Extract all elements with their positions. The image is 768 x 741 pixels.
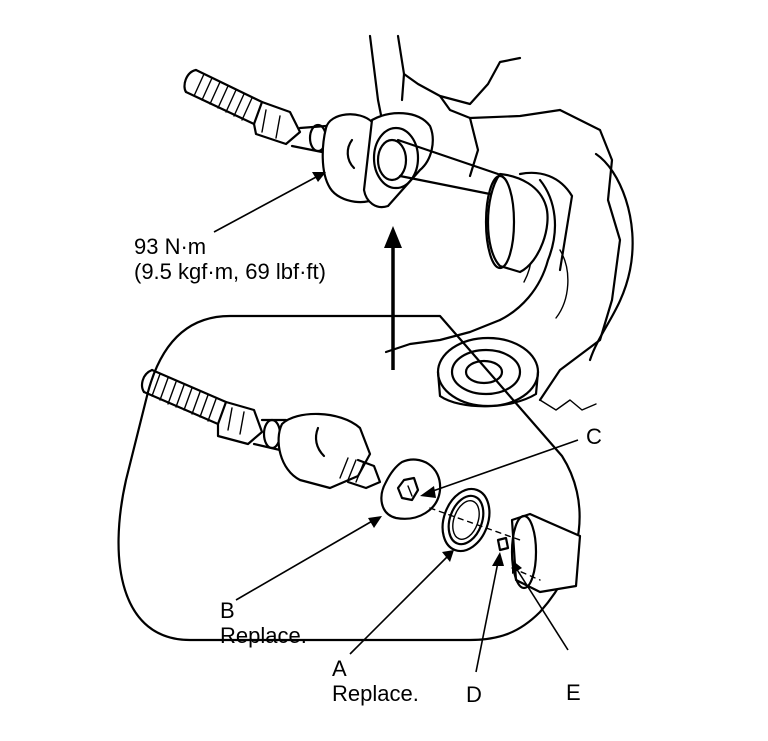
label-c: C bbox=[586, 424, 602, 449]
label-b: B bbox=[220, 598, 235, 623]
install-arrow bbox=[384, 226, 402, 370]
label-a: A bbox=[332, 656, 347, 681]
label-d: D bbox=[466, 682, 482, 707]
rack-end bbox=[429, 507, 582, 594]
callout-a: A Replace. bbox=[332, 656, 419, 707]
leader-torque bbox=[213, 172, 326, 233]
torque-spec: 93 N·m (9.5 kgf·m, 69 lbf·ft) bbox=[134, 234, 326, 285]
knuckle-clamp bbox=[362, 112, 574, 274]
leader-b bbox=[235, 516, 382, 601]
knuckle-arm bbox=[368, 34, 634, 402]
label-a-note: Replace. bbox=[332, 681, 419, 707]
lock-washer-b bbox=[380, 458, 442, 520]
detail-tie-rod-end bbox=[141, 368, 382, 490]
leader-c bbox=[420, 439, 579, 498]
leader-d bbox=[475, 552, 504, 673]
leader-e bbox=[512, 560, 569, 651]
label-b-note: Replace. bbox=[220, 623, 307, 649]
torque-conversions: (9.5 kgf·m, 69 lbf·ft) bbox=[134, 259, 326, 285]
stop-washer-a bbox=[441, 487, 491, 553]
upper-tie-rod-end bbox=[183, 68, 380, 204]
knuckle-boss bbox=[436, 336, 597, 411]
torque-value: 93 N·m bbox=[134, 234, 207, 259]
callout-b: B Replace. bbox=[220, 598, 307, 649]
label-e: E bbox=[566, 680, 581, 705]
leader-a bbox=[349, 550, 454, 655]
